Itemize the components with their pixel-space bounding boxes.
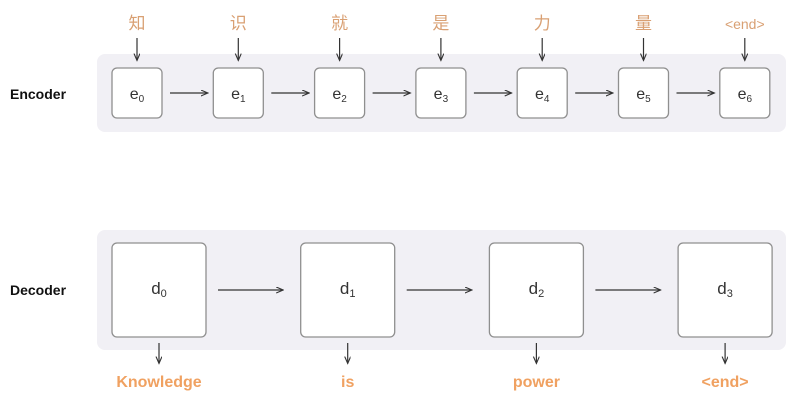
decoder-node-label: d2	[529, 279, 545, 300]
encoder-input-token: <end>	[725, 16, 765, 32]
decoder-output-token: <end>	[702, 374, 749, 391]
decoder-node-label: d3	[717, 279, 733, 300]
encoder-node	[516, 67, 568, 119]
encoder-nodes: 知 e0 识 e1 就 e2 是 e3 力 e4 量 e5 <end> e6	[111, 14, 771, 119]
encoder-node-label: e5	[636, 86, 651, 105]
encoder-label: Encoder	[10, 86, 67, 102]
encoder-input-token: 是	[432, 14, 449, 33]
encoder-node-label: e2	[332, 86, 347, 105]
decoder-node	[300, 242, 396, 338]
encoder-node	[313, 67, 366, 119]
decoder-output-token: is	[341, 374, 354, 391]
decoder-node	[677, 242, 773, 338]
encoder-node	[415, 67, 467, 119]
encoder-node-label: e6	[738, 86, 753, 105]
decoder-node-label: d0	[151, 279, 167, 300]
encoder-input-token: 量	[635, 14, 652, 33]
encoder-node-label: e1	[231, 86, 246, 105]
encoder-input-token: 就	[331, 14, 348, 33]
encoder-node	[719, 67, 771, 119]
decoder-node	[111, 242, 207, 338]
encoder-input-token: 识	[230, 14, 247, 33]
decoder-node	[488, 242, 585, 338]
decoder-output-token: Knowledge	[116, 374, 201, 391]
encoder-node	[111, 67, 163, 119]
encoder-node-label: e3	[434, 86, 449, 105]
encoder-node	[212, 67, 264, 119]
encoder-node-label: e0	[130, 86, 145, 105]
encoder-input-token: 知	[129, 14, 146, 33]
encoder-node	[617, 67, 670, 119]
encoder-node-label: e4	[535, 86, 550, 105]
decoder-output-token: power	[513, 374, 560, 391]
decoder-node-label: d1	[340, 279, 356, 300]
encoder-input-token: 力	[534, 14, 551, 33]
decoder-label: Decoder	[10, 282, 67, 298]
